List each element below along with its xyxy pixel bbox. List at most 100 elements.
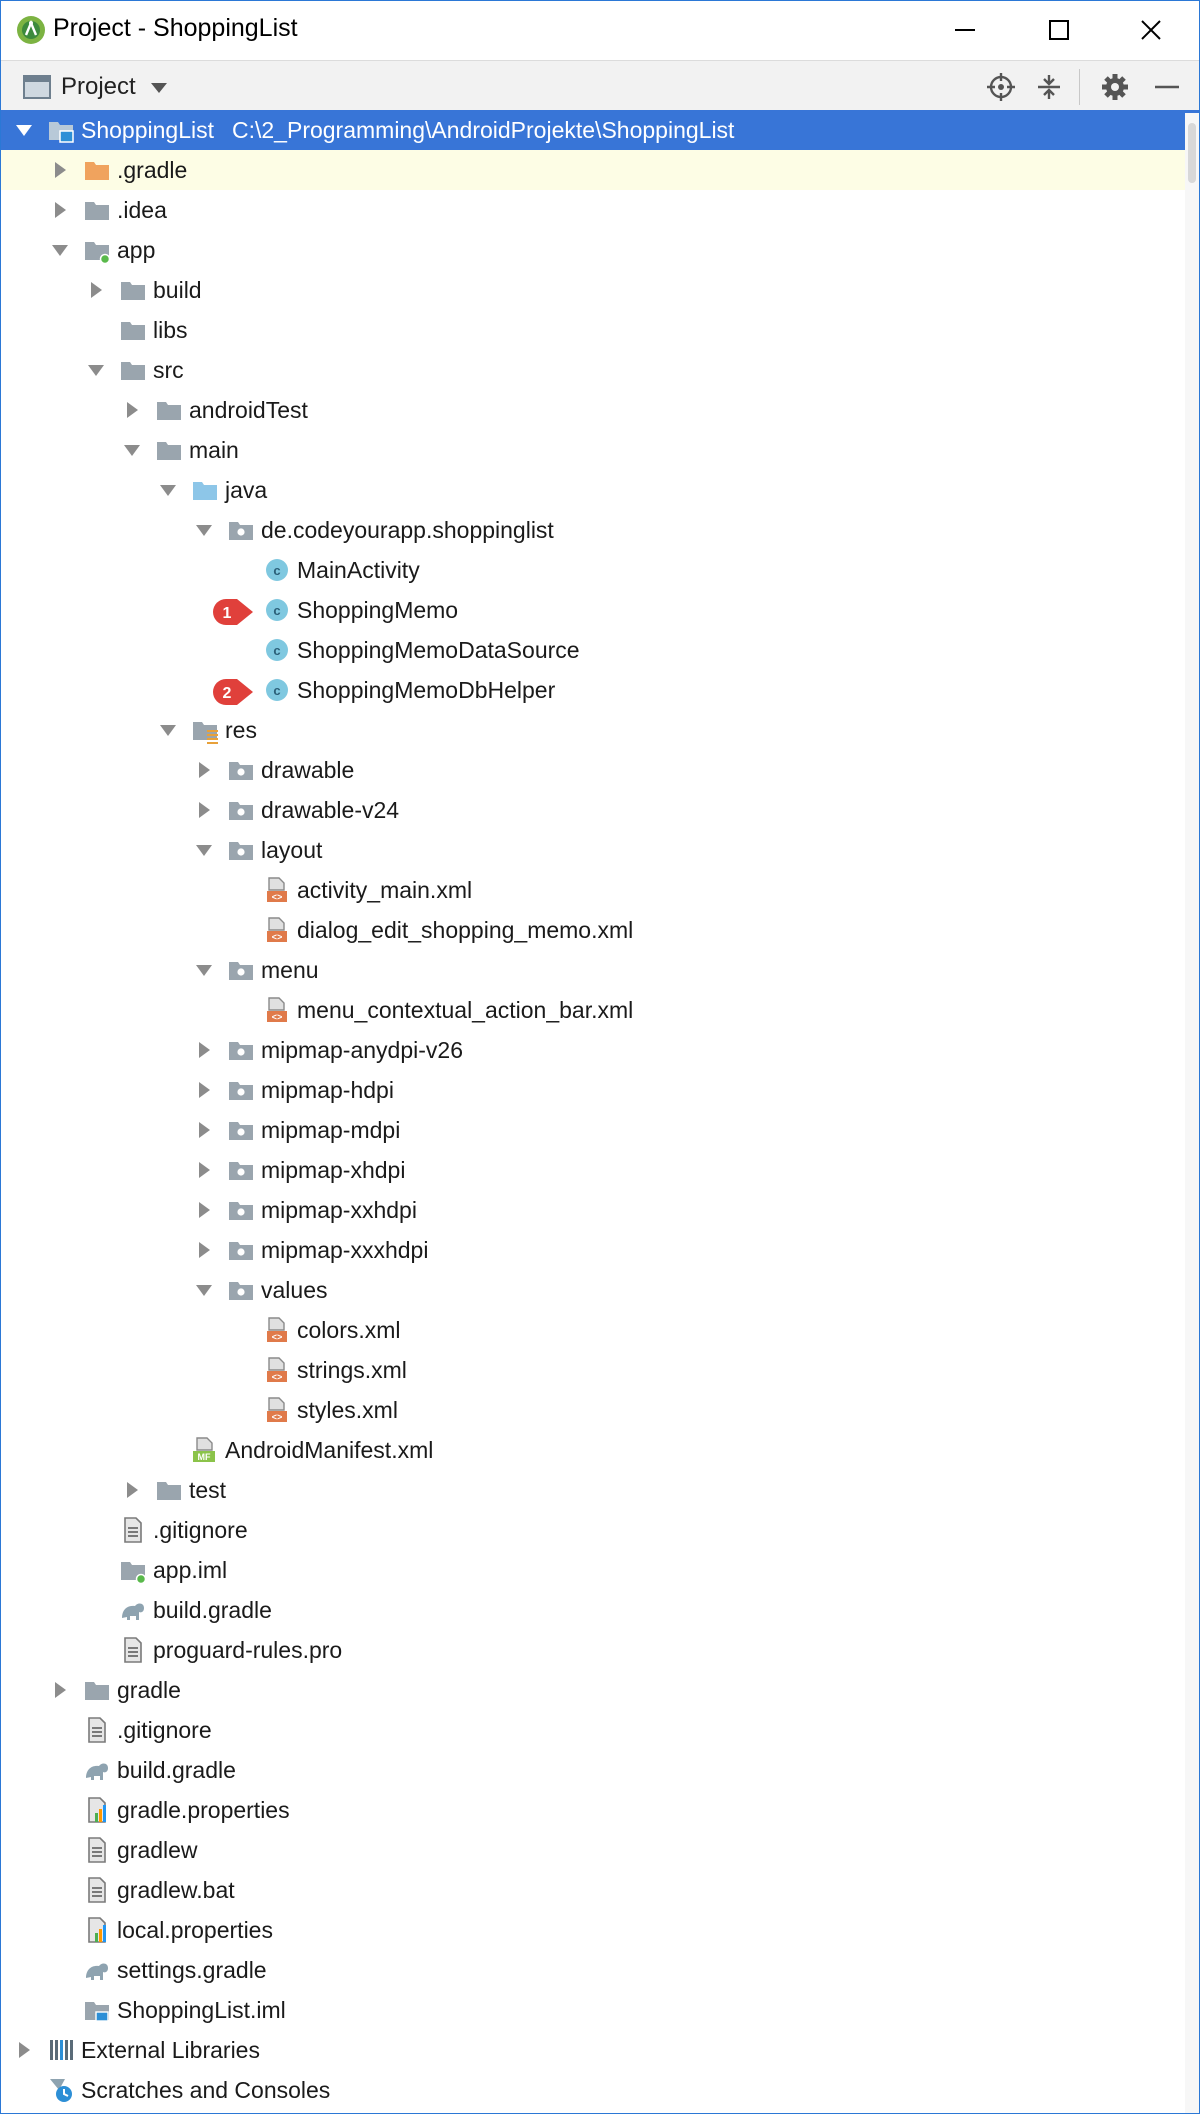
tree-item[interactable]: <>colors.xml [1, 1310, 1199, 1350]
tree-item[interactable]: layout [1, 830, 1199, 870]
tree-item[interactable]: drawable-v24 [1, 790, 1199, 830]
tree-item-label: .gradle [117, 157, 188, 183]
package-icon [229, 1082, 253, 1100]
tree-item[interactable]: proguard-rules.pro [1, 1630, 1199, 1670]
collapse-arrow-icon[interactable] [195, 1121, 213, 1139]
tree-item[interactable]: drawable [1, 750, 1199, 790]
project-module-icon [49, 122, 74, 143]
expand-arrow-icon[interactable] [195, 1281, 213, 1299]
callout-badge-shape [213, 599, 253, 625]
tree-item[interactable]: .gradle [1, 150, 1199, 190]
tree-item[interactable]: local.properties [1, 1910, 1199, 1950]
tree-item[interactable]: res [1, 710, 1199, 750]
collapse-arrow-icon[interactable] [195, 1201, 213, 1219]
class-icon: c [266, 599, 288, 621]
collapse-arrow-icon[interactable] [195, 1041, 213, 1059]
collapse-arrow-icon[interactable] [195, 1161, 213, 1179]
expand-arrow-icon[interactable] [15, 121, 33, 139]
chevron-down-icon[interactable] [151, 83, 167, 93]
minimize-button[interactable] [933, 1, 997, 59]
svg-text:MF: MF [198, 1452, 211, 1462]
tree-item[interactable]: build [1, 270, 1199, 310]
vertical-scrollbar[interactable] [1185, 113, 1199, 2113]
tree-item[interactable]: ShoppingList.iml [1, 1990, 1199, 2030]
tree-item[interactable]: .idea [1, 190, 1199, 230]
xml-file-icon: <> [267, 877, 287, 903]
tree-item[interactable]: mipmap-xxhdpi [1, 1190, 1199, 1230]
tree-item[interactable]: gradle.properties [1, 1790, 1199, 1830]
collapse-arrow-icon[interactable] [15, 2041, 33, 2059]
tree-item[interactable]: <>strings.xml [1, 1350, 1199, 1390]
tree-item[interactable]: <>activity_main.xml [1, 870, 1199, 910]
close-button[interactable] [1119, 1, 1183, 59]
expand-arrow-icon[interactable] [195, 841, 213, 859]
settings-button[interactable] [1099, 71, 1131, 103]
scrollbar-thumb[interactable] [1188, 123, 1196, 183]
tree-item[interactable]: <>menu_contextual_action_bar.xml [1, 990, 1199, 1030]
tree-item[interactable]: <>styles.xml [1, 1390, 1199, 1430]
svg-text:<>: <> [272, 1413, 283, 1423]
tree-item[interactable]: main [1, 430, 1199, 470]
collapse-arrow-icon[interactable] [51, 201, 69, 219]
expand-arrow-icon[interactable] [51, 241, 69, 259]
collapse-arrow-icon[interactable] [195, 1081, 213, 1099]
expand-arrow-icon[interactable] [159, 481, 177, 499]
xml-file-icon: <> [267, 1317, 287, 1343]
expand-arrow-icon[interactable] [195, 961, 213, 979]
expand-arrow-icon[interactable] [123, 441, 141, 459]
tree-item[interactable]: menu [1, 950, 1199, 990]
expand-arrow-icon[interactable] [195, 521, 213, 539]
tree-item[interactable]: settings.gradle [1, 1950, 1199, 1990]
collapse-arrow-icon[interactable] [87, 281, 105, 299]
collapse-arrow-icon[interactable] [195, 801, 213, 819]
tree-item[interactable]: .gitignore [1, 1510, 1199, 1550]
folder-icon [85, 202, 109, 220]
tree-item[interactable]: mipmap-anydpi-v26 [1, 1030, 1199, 1070]
tree-item[interactable]: libs [1, 310, 1199, 350]
maximize-button[interactable] [1027, 1, 1091, 59]
tree-item[interactable]: values [1, 1270, 1199, 1310]
tree-item[interactable]: gradlew.bat [1, 1870, 1199, 1910]
tree-item[interactable]: src [1, 350, 1199, 390]
tree-item[interactable]: androidTest [1, 390, 1199, 430]
hide-panel-button[interactable] [1151, 71, 1183, 103]
view-selector[interactable]: Project [61, 73, 136, 100]
tree-item[interactable]: mipmap-mdpi [1, 1110, 1199, 1150]
tree-item[interactable]: Scratches and Consoles [1, 2070, 1199, 2110]
tree-item[interactable]: .gitignore [1, 1710, 1199, 1750]
tree-item[interactable]: build.gradle [1, 1750, 1199, 1790]
tree-item[interactable]: build.gradle [1, 1590, 1199, 1630]
collapse-arrow-icon[interactable] [123, 401, 141, 419]
collapse-arrow-icon[interactable] [51, 1681, 69, 1699]
collapse-all-button[interactable] [1033, 71, 1065, 103]
expand-arrow-icon[interactable] [159, 721, 177, 739]
collapse-arrow-icon[interactable] [195, 761, 213, 779]
locate-target-button[interactable] [985, 71, 1017, 103]
tree-item[interactable]: mipmap-hdpi [1, 1070, 1199, 1110]
collapse-arrow-icon[interactable] [123, 1481, 141, 1499]
collapse-arrow-icon[interactable] [195, 1241, 213, 1259]
tree-item[interactable]: gradle [1, 1670, 1199, 1710]
tree-item-label: build [153, 277, 202, 303]
tree-item[interactable]: de.codeyourapp.shoppinglist [1, 510, 1199, 550]
tree-item[interactable]: app.iml [1, 1550, 1199, 1590]
tree-item[interactable]: External Libraries [1, 2030, 1199, 2070]
tree-item[interactable]: mipmap-xhdpi [1, 1150, 1199, 1190]
tree-item[interactable]: <>dialog_edit_shopping_memo.xml [1, 910, 1199, 950]
tree-item[interactable]: test [1, 1470, 1199, 1510]
collapse-arrow-icon[interactable] [51, 161, 69, 179]
tree-item[interactable]: gradlew [1, 1830, 1199, 1870]
tree-item-label: Scratches and Consoles [81, 2077, 331, 2103]
expand-arrow-icon[interactable] [87, 361, 105, 379]
tree-item[interactable]: app [1, 230, 1199, 270]
project-view-icon [23, 75, 51, 99]
tree-item[interactable]: java [1, 470, 1199, 510]
class-icon: c [266, 559, 288, 581]
tree-item[interactable]: mipmap-xxxhdpi [1, 1230, 1199, 1270]
